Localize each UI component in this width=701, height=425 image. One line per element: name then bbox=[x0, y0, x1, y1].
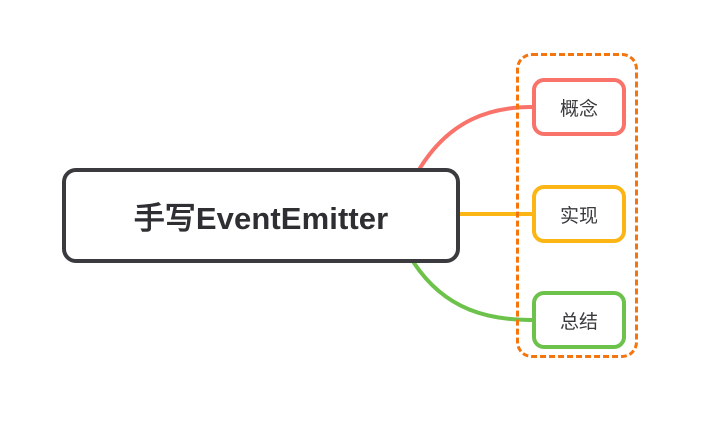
connector-to-summary bbox=[412, 261, 534, 322]
selection-container[interactable] bbox=[516, 53, 638, 358]
child-node-summary[interactable]: 总结 bbox=[532, 291, 626, 349]
root-node-label: 手写EventEmitter bbox=[133, 201, 389, 236]
child-node-implementation-label: 实现 bbox=[559, 205, 598, 227]
root-node[interactable]: 手写EventEmitter bbox=[62, 168, 460, 263]
child-node-concept-label: 概念 bbox=[559, 98, 598, 120]
child-node-implementation[interactable]: 实现 bbox=[532, 185, 626, 243]
child-node-summary-label: 总结 bbox=[559, 311, 598, 333]
child-node-concept[interactable]: 概念 bbox=[532, 78, 626, 136]
